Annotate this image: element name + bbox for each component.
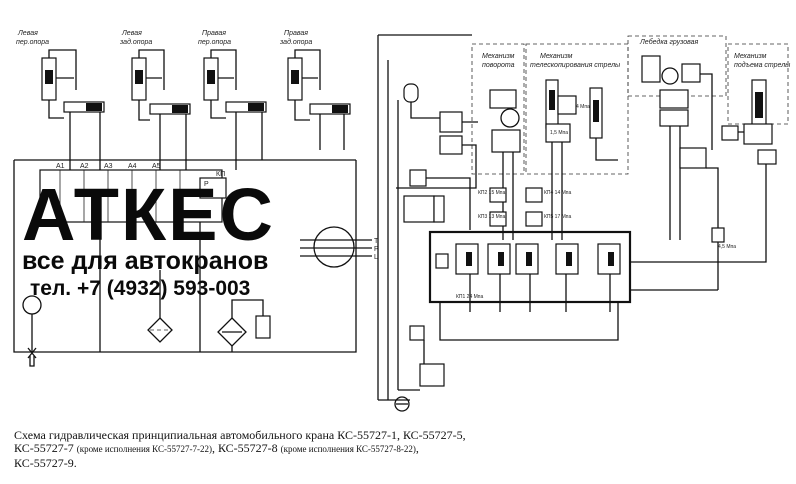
outrigger-valve-block: A1 A2 A3 A4 A5 P КП — [13, 150, 357, 353]
outrigger-section: Левая пер.опора Левая зад.опора Правая п… — [13, 30, 379, 367]
svg-text:Лебедка грузовая: Лебедка грузовая — [639, 38, 699, 46]
logo-phone: тел. +7 (4932) 593-003 — [30, 277, 251, 300]
lower-components — [22, 222, 271, 367]
svg-text:L: L — [374, 254, 378, 261]
svg-text:A2: A2 — [80, 163, 89, 170]
telescoping-cylinder: 4 Мпа — [545, 79, 618, 240]
telescoping-mechanism-box — [525, 43, 629, 175]
outrigger-cylinders — [41, 49, 351, 150]
svg-text:Правая: Правая — [202, 30, 226, 37]
svg-text:Механизм: Механизм — [540, 53, 573, 60]
caption-comma: , — [415, 441, 419, 456]
rotation-mechanism-label: Механизм поворота — [482, 53, 515, 69]
svg-text:4,5 Мпа: 4,5 Мпа — [718, 244, 736, 250]
crane-section: Механизм поворота Механизм телескопирова… — [377, 34, 791, 412]
svg-text:подъема стрелы: подъема стрелы — [734, 61, 791, 69]
diagram-caption: Схема гидравлическая принципиальная авто… — [14, 428, 784, 470]
svg-text:A5: A5 — [152, 163, 161, 170]
winch — [641, 55, 713, 240]
telescoping-mechanism-label: Механизм телескопирования стрелы — [530, 53, 621, 69]
svg-text:КП2 15 Мпа: КП2 15 Мпа — [478, 190, 505, 196]
caption-line-3: КС-55727-9. — [14, 455, 77, 470]
svg-text:Механизм: Механизм — [734, 53, 767, 60]
outrigger-label-3: Правая пер.опора — [198, 30, 231, 46]
boom-lift-label: Механизм подъема стрелы — [734, 53, 791, 69]
svg-text:A1: A1 — [56, 163, 65, 170]
svg-text:пер.опора: пер.опора — [16, 39, 49, 46]
accumulator — [403, 83, 448, 119]
boom-lift-cylinder — [721, 79, 777, 240]
caption-model-8: , КС-55727-8 — [211, 441, 281, 456]
svg-text:КП: КП — [216, 171, 225, 178]
svg-text:КП4 14 Мпа: КП4 14 Мпа — [544, 190, 571, 196]
svg-text:P: P — [204, 181, 209, 188]
svg-text:Левая: Левая — [121, 30, 142, 37]
right-relief-valve: 4,5 Мпа — [679, 147, 736, 290]
filter-assembly — [378, 325, 445, 412]
caption-note-7: (кроме исполнения КС-55727-7-22) — [76, 444, 212, 455]
svg-text:зад.опора: зад.опора — [279, 38, 312, 46]
rotation-motor — [489, 89, 521, 240]
outrigger-label-1: Левая пер.опора — [16, 30, 49, 46]
svg-text:P: P — [374, 246, 379, 253]
side-ports: T P L — [300, 226, 379, 268]
caption-line-1: Схема гидравлическая принципиальная авто… — [14, 428, 466, 442]
svg-text:4 Мпа: 4 Мпа — [576, 104, 590, 110]
svg-text:телескопирования стрелы: телескопирования стрелы — [530, 62, 621, 69]
outrigger-label-4: Правая зад.опора — [279, 30, 312, 46]
svg-text:пер.опора: пер.опора — [198, 39, 231, 46]
svg-text:КП3 13 Мпа: КП3 13 Мпа — [478, 214, 505, 220]
svg-text:A3: A3 — [104, 163, 113, 170]
svg-text:T: T — [374, 238, 379, 245]
pilot-valves — [396, 111, 478, 230]
logo-tagline: все для автокранов — [22, 247, 269, 275]
hydraulic-schematic: Левая пер.опора Левая зад.опора Правая п… — [13, 30, 791, 412]
outrigger-label-2: Левая зад.опора — [119, 30, 152, 46]
winch-label: Лебедка грузовая — [639, 38, 699, 46]
svg-text:1,5 Мпа: 1,5 Мпа — [550, 130, 568, 136]
main-distributor: КП1 24 Мпа — [428, 230, 767, 341]
caption-line-2: КС-55727-7 (кроме исполнения КС-55727-7-… — [14, 442, 784, 456]
svg-text:A4: A4 — [128, 163, 137, 170]
pressure-relief-group: КП2 15 Мпа КП4 14 Мпа КП3 13 Мпа КП5 17 … — [478, 130, 571, 227]
svg-text:Левая: Левая — [17, 30, 38, 37]
caption-model-7: КС-55727-7 — [14, 441, 77, 456]
svg-text:КП5 17 Мпа: КП5 17 Мпа — [544, 214, 571, 220]
caption-note-8: (кроме исполнения КС-55727-8-22) — [280, 444, 416, 455]
svg-text:зад.опора: зад.опора — [119, 38, 152, 46]
svg-text:поворота: поворота — [482, 62, 515, 69]
logo-title: АТКЕС — [22, 173, 275, 256]
svg-text:Правая: Правая — [284, 30, 308, 37]
svg-text:Механизм: Механизм — [482, 53, 515, 60]
